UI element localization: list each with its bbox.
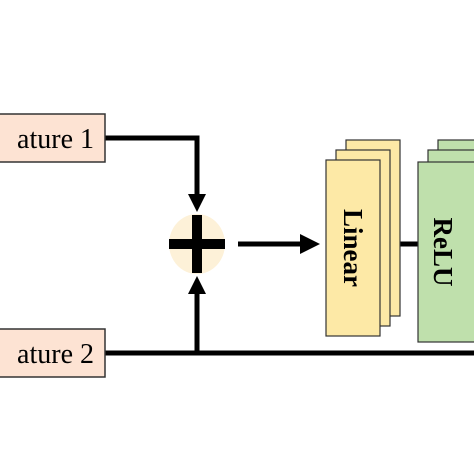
add-node — [169, 214, 225, 274]
feature1-label: ature 1 — [17, 124, 94, 155]
connectors — [105, 135, 474, 356]
linear-stack — [325, 139, 401, 337]
arrowheads — [188, 194, 320, 294]
relu-sheet-front — [417, 161, 474, 343]
arrowhead-up — [188, 276, 206, 294]
linear-label: Linear — [338, 209, 368, 287]
plus-icon — [169, 215, 225, 273]
arrowhead-right — [300, 234, 320, 254]
feature2-box: ature 2 — [0, 328, 106, 378]
feature1-box: ature 1 — [0, 113, 106, 163]
relu-label: ReLU — [428, 218, 458, 287]
feature1-connector — [105, 135, 200, 196]
relu-stack — [417, 139, 474, 343]
feature2-label: ature 2 — [17, 339, 94, 370]
arrowhead-down — [188, 194, 206, 212]
linear-sheet-front — [325, 159, 381, 337]
